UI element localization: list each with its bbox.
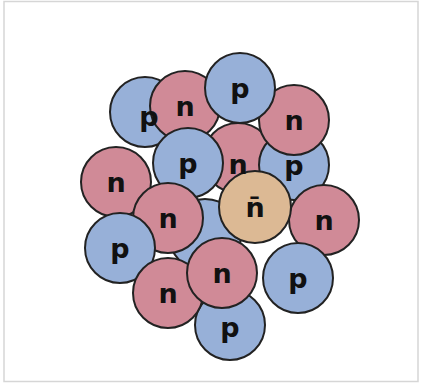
- circle-shape: [187, 238, 257, 308]
- nucleon-circle: p: [204, 52, 276, 124]
- circle-shape: [205, 53, 275, 123]
- particle-label: n: [212, 260, 231, 287]
- circle-shape: [219, 171, 291, 243]
- particle-label: n: [158, 280, 177, 307]
- particle-label: p: [288, 265, 307, 292]
- particle-label: n: [314, 207, 333, 234]
- particle-label: n: [158, 205, 177, 232]
- particle-label: p: [178, 150, 197, 177]
- particle-label: n: [106, 169, 125, 196]
- circle-shape: [263, 243, 333, 313]
- particle-label: p: [220, 314, 239, 341]
- frame-border: [4, 2, 418, 382]
- particle-label: p: [284, 152, 303, 179]
- particle-label: n: [284, 107, 303, 134]
- particle-label: n̄: [245, 194, 264, 221]
- particle-label: p: [110, 235, 129, 262]
- particle-label: p: [139, 103, 158, 130]
- nucleon-circle: n: [186, 237, 258, 309]
- particle-label: n: [228, 151, 247, 178]
- nucleon-circle: p: [262, 242, 334, 314]
- particle-label: p: [230, 75, 249, 102]
- nucleon-circle: n̄: [218, 170, 292, 244]
- particle-label: n: [175, 93, 194, 120]
